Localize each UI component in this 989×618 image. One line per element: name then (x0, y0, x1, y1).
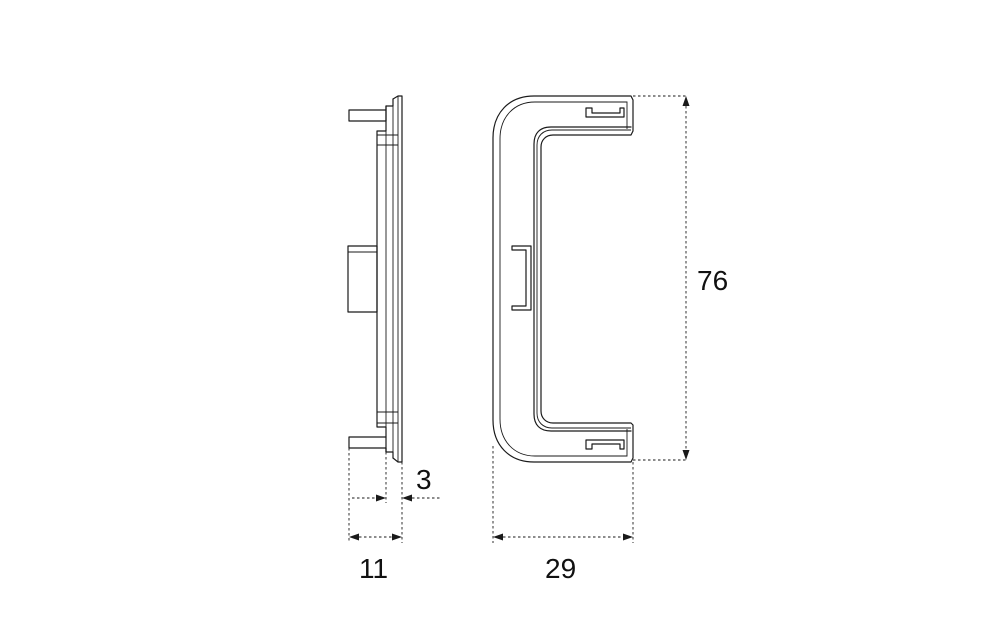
dimension-lip: 3 (352, 452, 440, 503)
dimension-lip-label: 3 (416, 464, 432, 495)
dimension-depth-label: 11 (359, 553, 388, 584)
front-view (492, 95, 634, 463)
dimension-height-label: 76 (697, 265, 728, 296)
dimension-depth: 11 (348, 448, 403, 584)
dimension-height: 76 (633, 95, 728, 461)
dimension-width-label: 29 (545, 553, 576, 584)
side-view (347, 95, 403, 463)
dimension-width: 29 (492, 446, 634, 584)
